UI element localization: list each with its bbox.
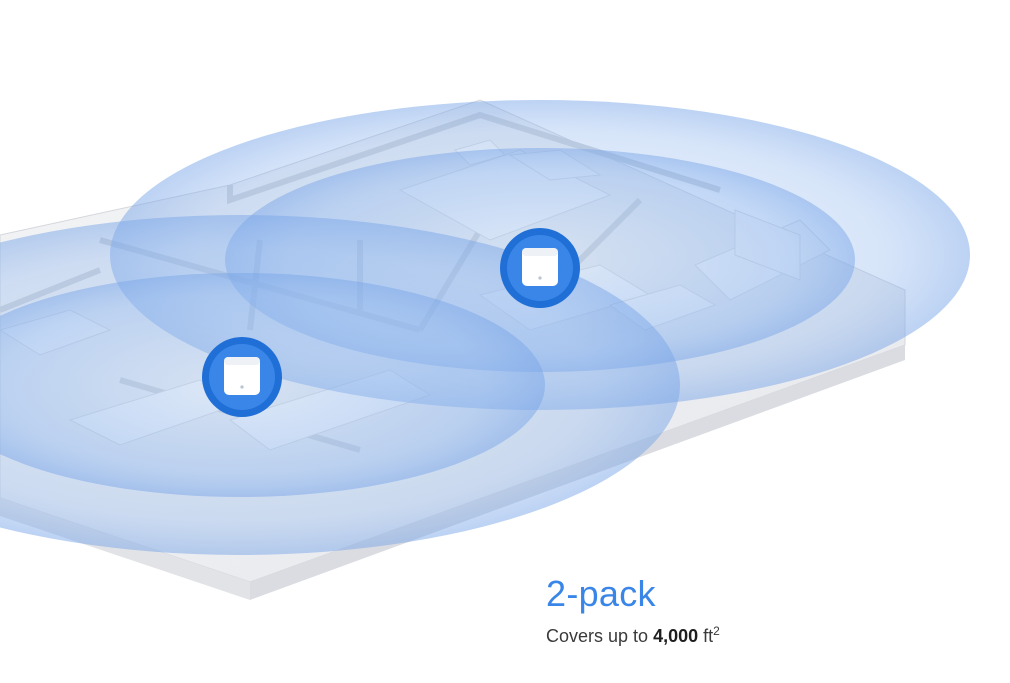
pack-title: 2-pack [546,573,656,614]
coverage-unit-exponent: 2 [713,624,720,638]
mesh-node-icon [500,228,580,308]
coverage-text: Covers up to 4,000 ft2 [546,624,720,648]
product-caption: 2-pack Covers up to 4,000 ft2 [546,572,720,648]
coverage-prefix: Covers up to [546,626,654,646]
signal-coverage [0,100,970,555]
coverage-value: 4,000 [653,626,699,646]
coverage-unit: ft [698,626,714,646]
mesh-node-icon [202,337,282,417]
